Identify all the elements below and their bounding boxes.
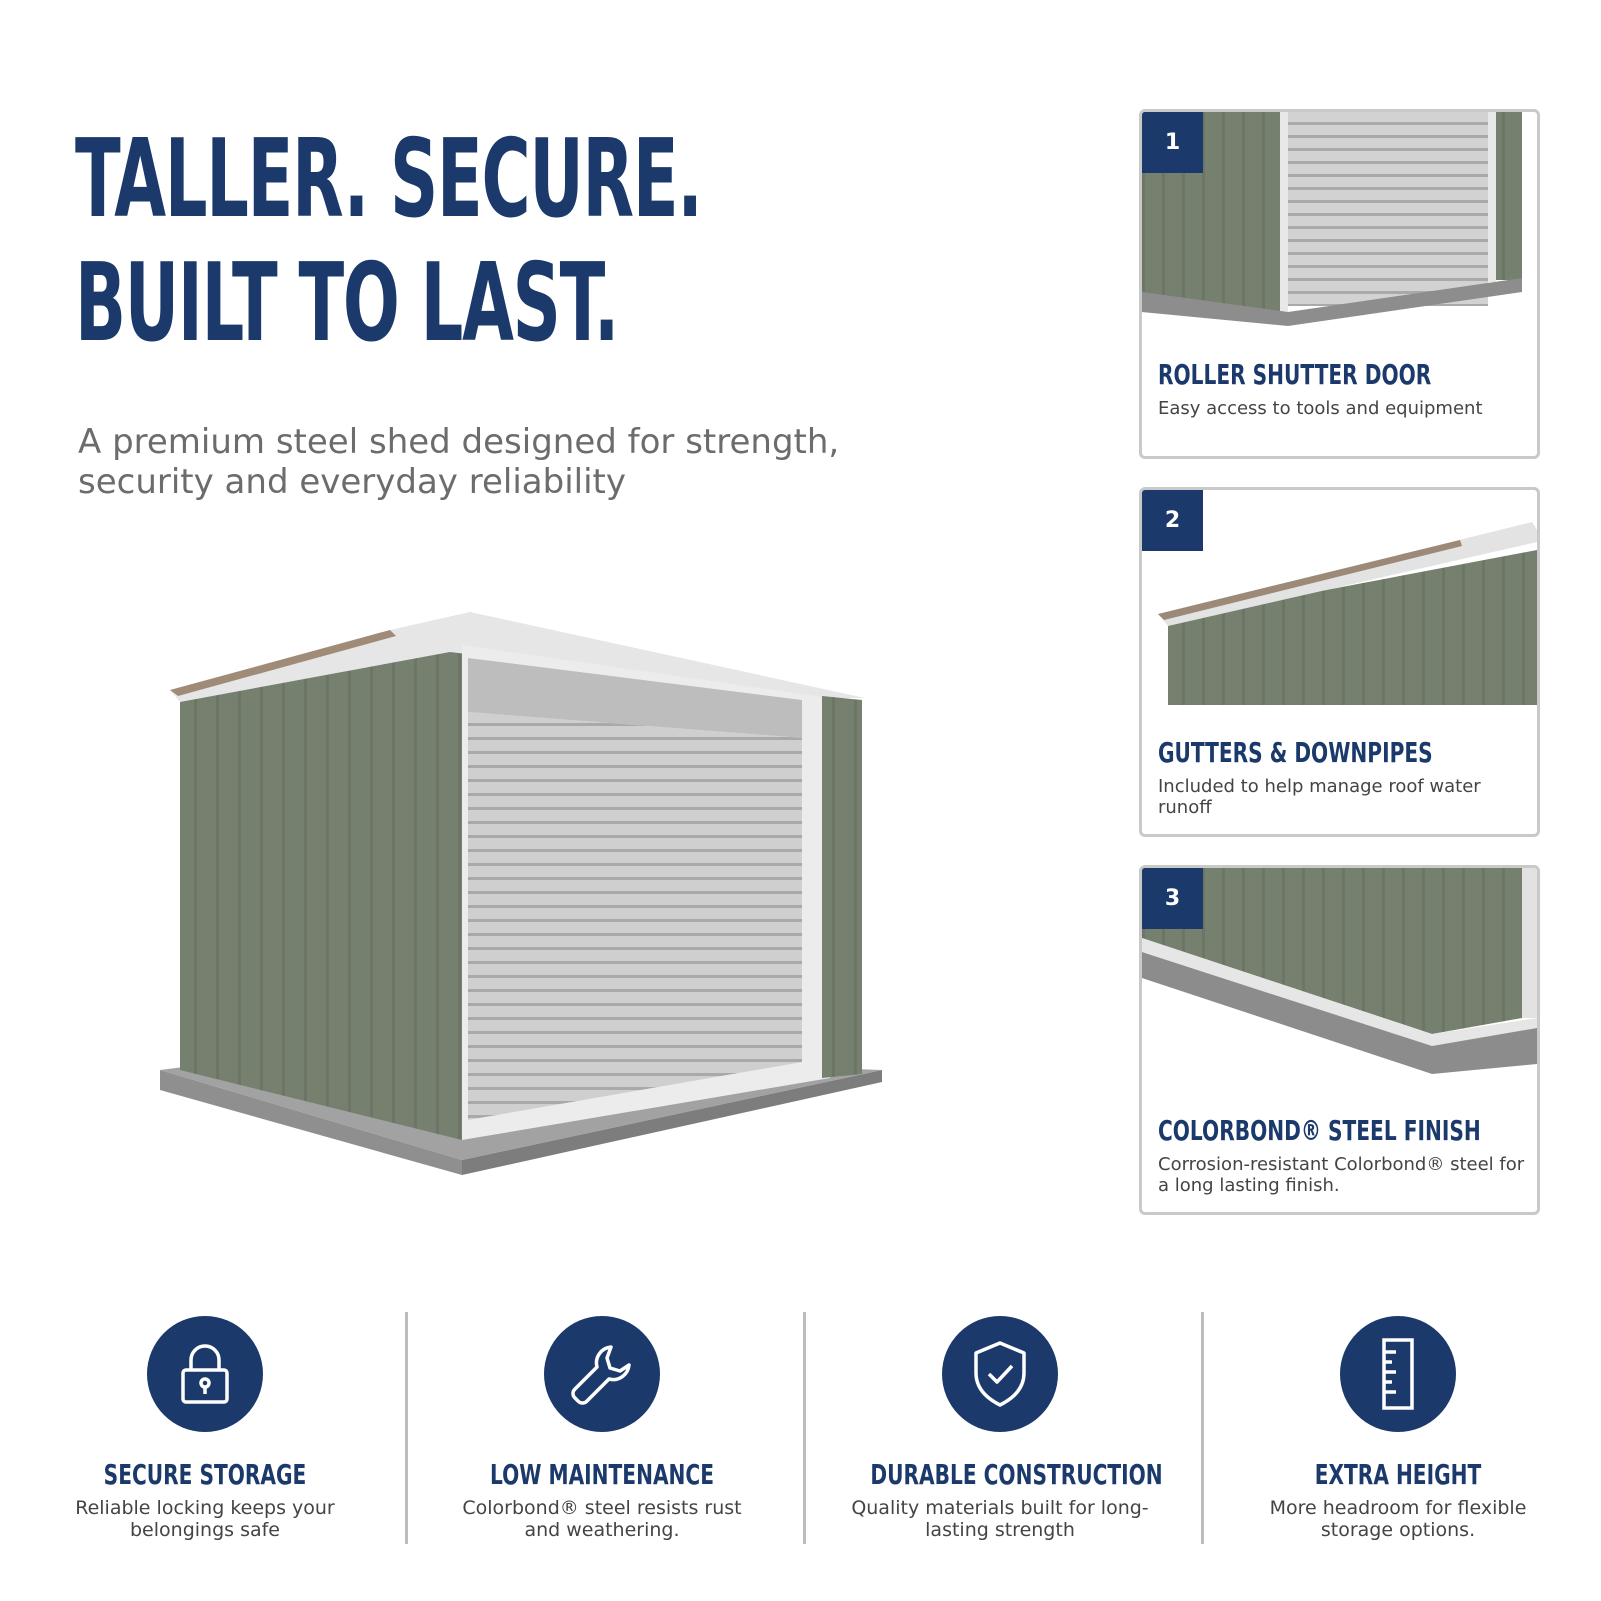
padlock-icon <box>147 1316 263 1432</box>
card-number-badge: 1 <box>1142 112 1203 173</box>
colorbond-thumbnail <box>1142 868 1537 1074</box>
headline-line-2: BUILT TO LAST. <box>75 241 619 366</box>
feature-card-roller-door: 1 ROLLER SHUTTER DOOR Easy access to too… <box>1139 109 1540 459</box>
feature-secure-storage: SECURE STORAGE Reliable locking keeps yo… <box>25 1300 385 1541</box>
card-title: ROLLER SHUTTER DOOR <box>1158 358 1432 391</box>
feature-title: EXTRA HEIGHT <box>1314 1458 1482 1491</box>
card-number-badge: 3 <box>1142 868 1203 929</box>
feature-divider <box>405 1312 408 1544</box>
card-title: GUTTERS & DOWNPIPES <box>1158 736 1433 769</box>
headline-line-1: TALLER. SECURE. <box>75 117 703 242</box>
card-description: Easy access to tools and equipment <box>1158 398 1483 419</box>
feature-description: Quality materials built for long-lasting… <box>851 1497 1149 1541</box>
card-description: Corrosion-resistant Colorbond® steel for… <box>1158 1154 1525 1196</box>
card-description: Included to help manage roof water runof… <box>1158 776 1481 818</box>
headline: TALLER. SECURE. BUILT TO LAST. <box>75 117 703 366</box>
card-title: COLORBOND® STEEL FINISH <box>1158 1114 1481 1147</box>
shed-hero-image <box>160 612 882 1175</box>
ruler-icon <box>1340 1316 1456 1432</box>
subtitle-line-1: A premium steel shed designed for streng… <box>78 422 840 462</box>
subtitle-line-2: security and everyday reliability <box>78 462 626 502</box>
feature-title: DURABLE CONSTRUCTION <box>870 1458 1163 1491</box>
gutters-thumbnail <box>1158 522 1537 705</box>
feature-divider <box>803 1312 806 1544</box>
wrench-icon <box>544 1316 660 1432</box>
feature-divider <box>1201 1312 1204 1544</box>
feature-description: Colorbond® steel resists rust and weathe… <box>462 1497 742 1541</box>
feature-card-colorbond: 3 COLORBOND® STEEL FINISH Corrosion-resi… <box>1139 865 1540 1215</box>
feature-extra-height: EXTRA HEIGHT More headroom for flexible … <box>1218 1300 1578 1541</box>
roller-door-thumbnail <box>1142 112 1522 326</box>
feature-title: SECURE STORAGE <box>103 1458 307 1491</box>
feature-durable-construction: DURABLE CONSTRUCTION Quality materials b… <box>820 1300 1180 1541</box>
shield-check-icon <box>942 1316 1058 1432</box>
card-number-badge: 2 <box>1142 490 1203 551</box>
feature-card-gutters: 2 GUTTERS & DOWNPIPES Included to help m… <box>1139 487 1540 837</box>
feature-description: Reliable locking keeps your belongings s… <box>75 1497 335 1541</box>
feature-description: More headroom for flexible storage optio… <box>1269 1497 1527 1541</box>
feature-low-maintenance: LOW MAINTENANCE Colorbond® steel resists… <box>422 1300 782 1541</box>
features-row: SECURE STORAGE Reliable locking keeps yo… <box>0 1300 1601 1550</box>
feature-title: LOW MAINTENANCE <box>489 1458 714 1491</box>
subtitle: A premium steel shed designed for streng… <box>78 422 978 502</box>
